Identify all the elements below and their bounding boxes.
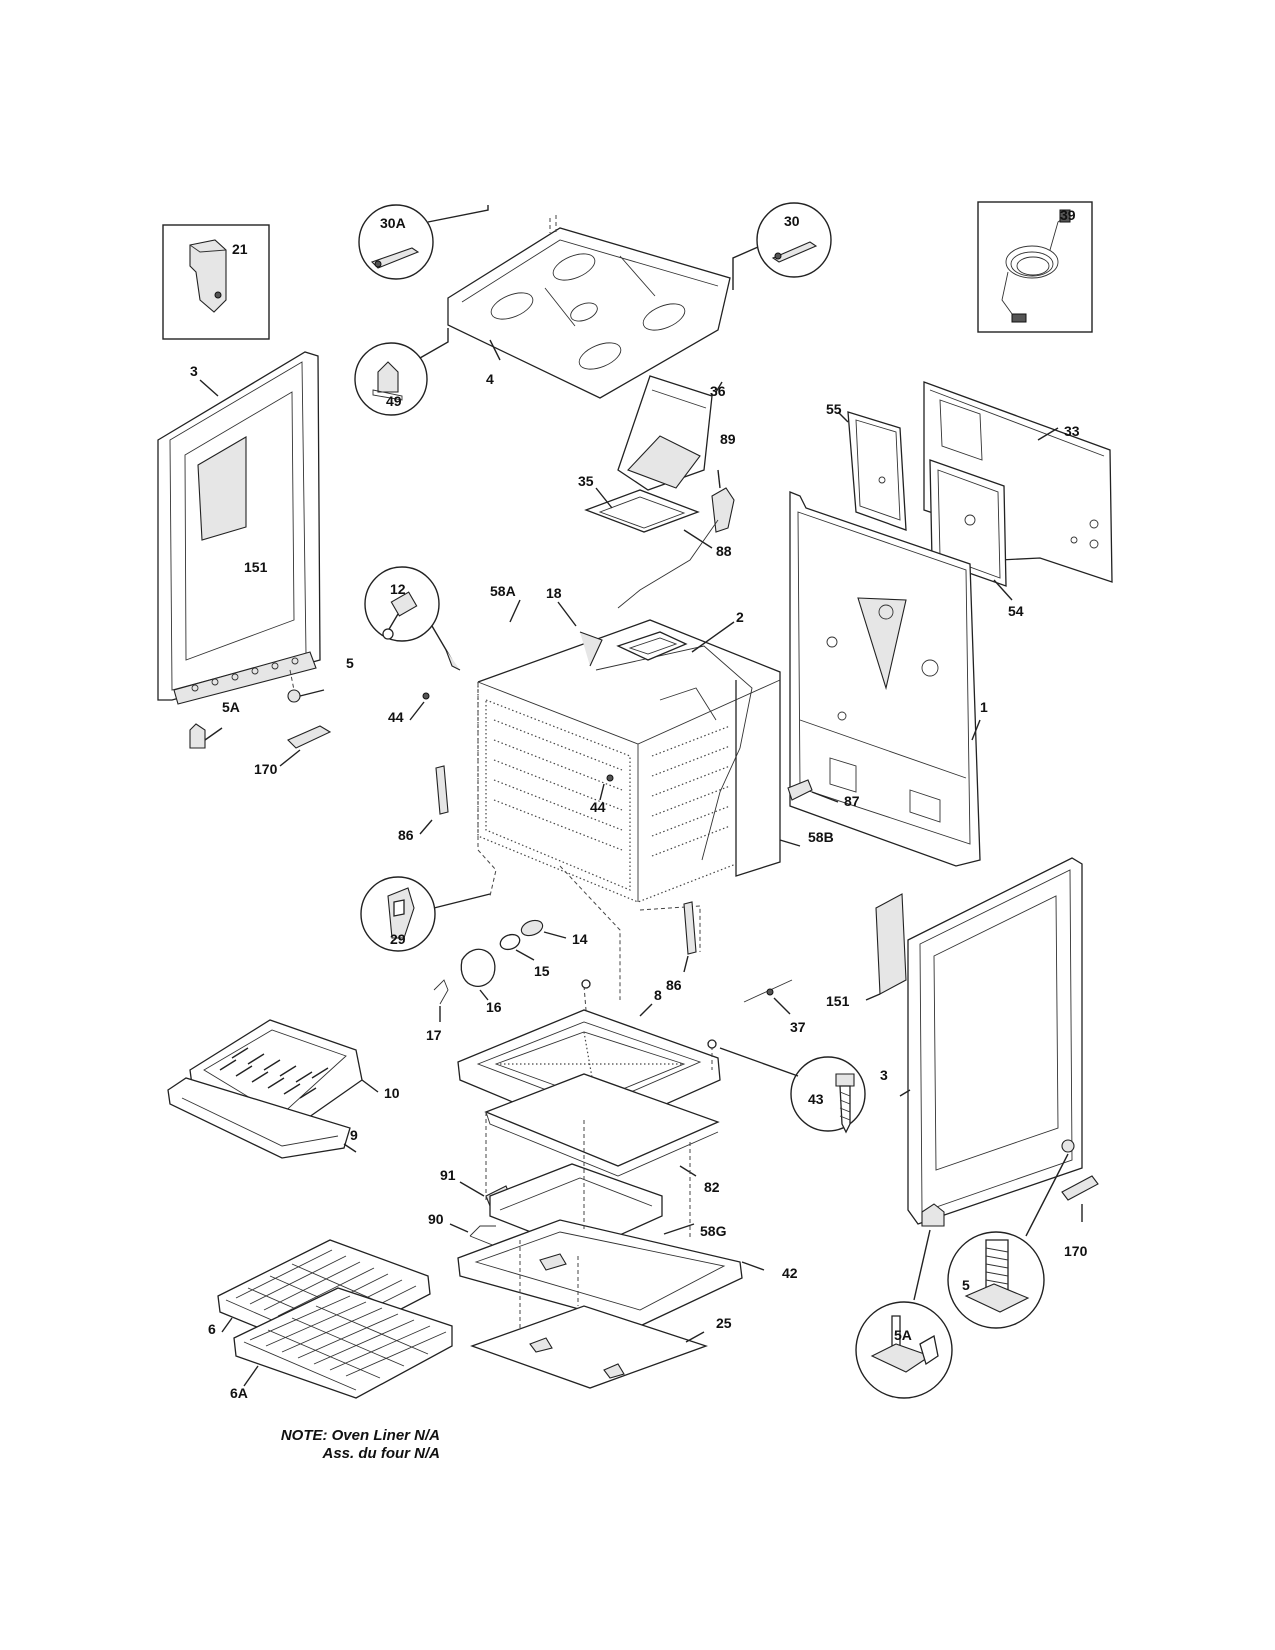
bracket-86-right xyxy=(684,902,696,972)
label-1: 1 xyxy=(980,699,988,715)
label-3-right: 3 xyxy=(880,1067,888,1083)
label-39: 39 xyxy=(1060,207,1076,223)
label-5-right: 5 xyxy=(962,1277,970,1293)
vent-duct-36 xyxy=(618,376,722,490)
label-29: 29 xyxy=(390,931,406,947)
label-58A: 58A xyxy=(490,583,516,599)
label-89: 89 xyxy=(720,431,736,447)
label-58G: 58G xyxy=(700,1223,727,1239)
label-6A: 6A xyxy=(230,1385,248,1401)
label-17: 17 xyxy=(426,1027,442,1043)
light-bulb-15 xyxy=(498,932,534,960)
label-54: 54 xyxy=(1008,603,1024,619)
label-42: 42 xyxy=(782,1265,798,1281)
label-151-left: 151 xyxy=(244,559,268,575)
oven-cavity-58A-58B xyxy=(478,600,800,1000)
sensor-89 xyxy=(618,470,734,608)
bracket-86-left xyxy=(420,766,448,834)
label-90: 90 xyxy=(428,1211,444,1227)
wire-37 xyxy=(744,980,792,1014)
wire-clip-17 xyxy=(434,980,448,1022)
label-44-lower: 44 xyxy=(590,799,606,815)
oven-door-right-3 xyxy=(900,858,1082,1224)
label-86-left: 86 xyxy=(398,827,414,843)
label-33: 33 xyxy=(1064,423,1080,439)
callout-circle-12 xyxy=(365,567,460,670)
label-6: 6 xyxy=(208,1321,216,1337)
label-30: 30 xyxy=(784,213,800,229)
label-82: 82 xyxy=(704,1179,720,1195)
callout-circle-30 xyxy=(733,203,831,290)
label-36: 36 xyxy=(710,383,726,399)
label-91: 91 xyxy=(440,1167,456,1183)
callout-circle-43 xyxy=(720,1048,865,1132)
oven-door-left-3 xyxy=(158,352,320,704)
label-4: 4 xyxy=(486,371,494,387)
light-cover-16 xyxy=(461,949,495,1000)
screw-44-lower xyxy=(600,775,613,800)
label-87: 87 xyxy=(844,793,860,809)
note-line-1: NOTE: Oven Liner N/A xyxy=(281,1427,440,1444)
bottom-pan-25 xyxy=(472,1306,706,1388)
label-44-upper: 44 xyxy=(388,709,404,725)
label-5-left: 5 xyxy=(346,655,354,671)
label-21: 21 xyxy=(232,241,248,257)
label-170-right: 170 xyxy=(1064,1243,1088,1259)
callout-circle-30A xyxy=(359,205,488,279)
screw-44-upper xyxy=(410,693,429,720)
label-3-left: 3 xyxy=(190,363,198,379)
label-35: 35 xyxy=(578,473,594,489)
label-30A: 30A xyxy=(380,215,406,231)
label-14: 14 xyxy=(572,931,588,947)
label-12: 12 xyxy=(390,581,406,597)
inset-box-part-21 xyxy=(163,225,269,339)
label-88: 88 xyxy=(716,543,732,559)
callout-circle-5A xyxy=(856,1302,952,1398)
label-58B: 58B xyxy=(808,829,834,845)
label-37: 37 xyxy=(790,1019,806,1035)
label-16: 16 xyxy=(486,999,502,1015)
label-9: 9 xyxy=(350,1127,358,1143)
note-block: NOTE: Oven Liner N/A Ass. du four N/A xyxy=(281,1427,440,1462)
light-socket-14 xyxy=(519,918,566,939)
label-55: 55 xyxy=(826,401,842,417)
label-43: 43 xyxy=(808,1091,824,1107)
vent-base-35-88 xyxy=(586,488,712,548)
label-15: 15 xyxy=(534,963,550,979)
label-49: 49 xyxy=(386,393,402,409)
label-86-right: 86 xyxy=(666,977,682,993)
label-151-right: 151 xyxy=(826,993,850,1009)
label-8: 8 xyxy=(654,987,662,1003)
callout-circle-29 xyxy=(361,877,490,951)
label-5A-right: 5A xyxy=(894,1327,912,1343)
label-10: 10 xyxy=(384,1085,400,1101)
label-170-left: 170 xyxy=(254,761,278,777)
note-line-2: Ass. du four N/A xyxy=(321,1445,440,1462)
label-25: 25 xyxy=(716,1315,732,1331)
label-5A-left: 5A xyxy=(222,699,240,715)
bracket-151-right xyxy=(866,894,906,1000)
back-panel-55 xyxy=(838,412,906,530)
label-2: 2 xyxy=(736,609,744,625)
label-18: 18 xyxy=(546,585,562,601)
